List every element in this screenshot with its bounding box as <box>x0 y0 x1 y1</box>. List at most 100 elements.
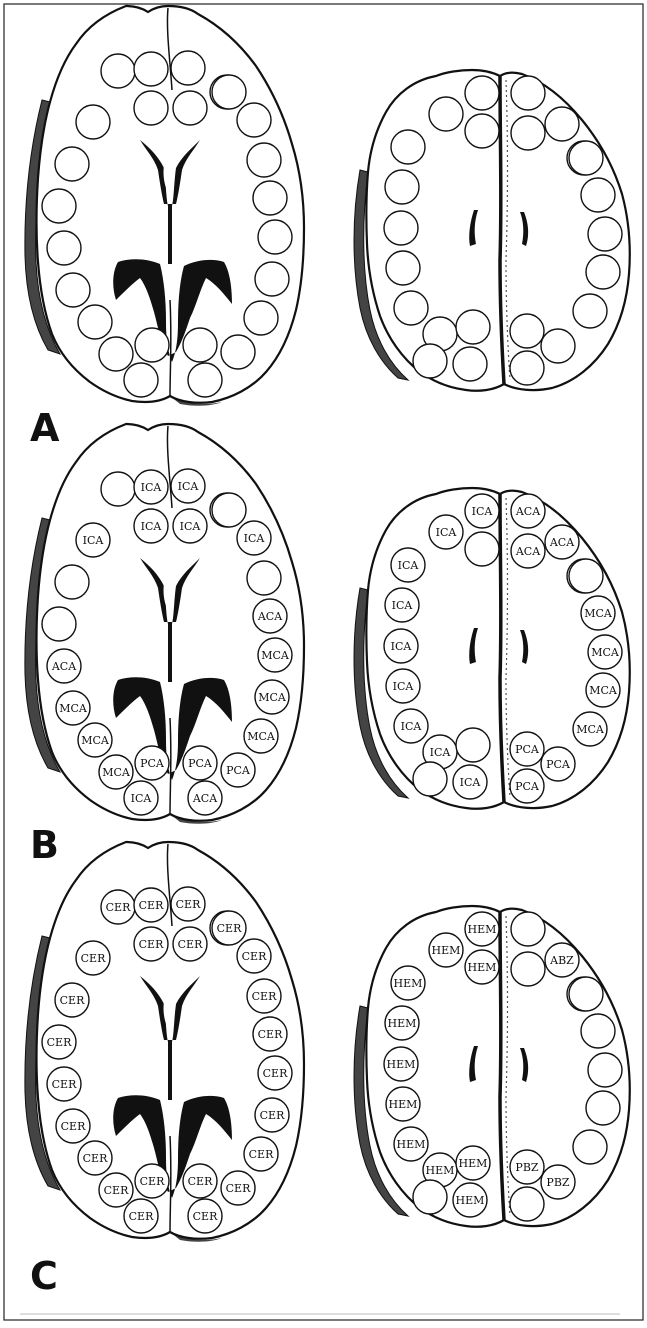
third-ventricle <box>168 622 172 682</box>
axial-region-label: CER <box>61 1120 86 1133</box>
axial-region-circle <box>134 91 168 125</box>
vertex-region-label: ACA <box>515 545 541 558</box>
vertex-region-circle <box>581 1014 615 1048</box>
axial-region-label: CER <box>52 1078 77 1091</box>
axial-region-circle <box>76 105 110 139</box>
vertex-region-label: HEM <box>426 1164 455 1177</box>
axial-region-circle <box>244 301 278 335</box>
vertex-region-circle <box>456 310 490 344</box>
vertex-region-circle <box>569 141 603 175</box>
vertex-region-label: ICA <box>398 559 420 572</box>
vertex-region-circle <box>510 314 544 348</box>
vertex-region-circle <box>394 291 428 325</box>
axial-region-label: PCA <box>188 757 213 770</box>
vertex-region-circle <box>384 211 418 245</box>
axial-region-label: MCA <box>59 702 88 715</box>
vertex-region-circle <box>586 1091 620 1125</box>
axial-region-label: CER <box>47 1036 72 1049</box>
axial-region-label: CER <box>140 1175 165 1188</box>
axial-region-circle <box>134 52 168 86</box>
vertex-region-label: ICA <box>430 746 452 759</box>
vertex-region-label: ICA <box>460 776 482 789</box>
vertex-region-circle <box>510 1187 544 1221</box>
vertex-region-circle <box>413 762 447 796</box>
axial-region-circle <box>124 363 158 397</box>
axial-region-circle <box>42 607 76 641</box>
third-ventricle <box>168 1040 172 1100</box>
axial-region-label: CER <box>81 952 106 965</box>
vertex-region-label: ACA <box>515 505 541 518</box>
axial-region-circle <box>55 147 89 181</box>
axial-region-label: MCA <box>247 730 276 743</box>
vertex-region-label: ICA <box>392 599 414 612</box>
vertex-region-label: ACA <box>549 536 575 549</box>
vertex-region-label: PBZ <box>546 1176 569 1189</box>
vertex-region-circle <box>541 329 575 363</box>
vertex-region-label: HEM <box>388 1017 417 1030</box>
vertex-region-circle <box>588 1053 622 1087</box>
vertex-region-circle <box>465 76 499 110</box>
axial-region-label: ACA <box>257 610 283 623</box>
vertex-region-circle <box>465 532 499 566</box>
axial-region-circle <box>78 305 112 339</box>
axial-region-label: ACA <box>192 792 218 805</box>
vertex-region-circle <box>391 130 425 164</box>
vertex-region-circle <box>413 1180 447 1214</box>
axial-region-label: CER <box>139 938 164 951</box>
vertex-region-circle <box>510 351 544 385</box>
axial-region-label: MCA <box>258 691 287 704</box>
axial-region-circle <box>221 335 255 369</box>
vertex-region-label: PCA <box>515 780 540 793</box>
vertex-slice-1: ICAICAICAICAICAICAICAICAICAACAACAACAMCAM… <box>354 488 630 809</box>
panel-label-b: B <box>30 823 59 867</box>
axial-region-circle <box>247 561 281 595</box>
vertex-region-circle <box>573 294 607 328</box>
axial-region-circle <box>101 54 135 88</box>
vertex-region-circle <box>385 170 419 204</box>
vertex-region-label: HEM <box>456 1194 485 1207</box>
vertex-region-label: HEM <box>468 961 497 974</box>
axial-region-label: CER <box>249 1148 274 1161</box>
vertex-region-label: MCA <box>589 684 618 697</box>
vertex-region-label: HEM <box>432 944 461 957</box>
vertex-region-circle <box>511 912 545 946</box>
axial-region-circle <box>253 181 287 215</box>
vertex-region-label: HEM <box>459 1157 488 1170</box>
vertex-region-label: PCA <box>515 743 540 756</box>
axial-region-label: CER <box>176 898 201 911</box>
vertex-region-label: ICA <box>401 720 423 733</box>
axial-region-label: PCA <box>226 764 251 777</box>
axial-region-circle <box>55 565 89 599</box>
vertex-region-label: ICA <box>391 640 413 653</box>
axial-region-label: CER <box>258 1028 283 1041</box>
axial-region-label: ICA <box>141 481 163 494</box>
axial-region-label: ACA <box>51 660 77 673</box>
axial-region-circle <box>247 143 281 177</box>
vertex-region-circle <box>456 728 490 762</box>
third-ventricle <box>168 204 172 264</box>
axial-region-label: CER <box>83 1152 108 1165</box>
axial-region-label: CER <box>193 1210 218 1223</box>
axial-region-circle <box>173 91 207 125</box>
panel-label-c: C <box>30 1254 58 1298</box>
axial-region-circle <box>255 262 289 296</box>
axial-region-circle <box>56 273 90 307</box>
axial-region-circle <box>99 337 133 371</box>
vertex-region-label: HEM <box>394 977 423 990</box>
axial-region-circle <box>212 493 246 527</box>
vertex-region-label: MCA <box>591 646 620 659</box>
vertex-region-label: HEM <box>397 1138 426 1151</box>
vertex-region-label: ABZ <box>549 954 574 967</box>
axial-region-circle <box>183 328 217 362</box>
axial-region-label: CER <box>188 1175 213 1188</box>
axial-region-circle <box>135 328 169 362</box>
axial-region-label: CER <box>178 938 203 951</box>
vertex-region-label: HEM <box>387 1058 416 1071</box>
vertex-region-circle <box>465 114 499 148</box>
axial-region-circle <box>42 189 76 223</box>
axial-region-label: ICA <box>141 520 163 533</box>
axial-region-label: ICA <box>131 792 153 805</box>
axial-region-circle <box>47 231 81 265</box>
axial-region-label: MCA <box>261 649 290 662</box>
